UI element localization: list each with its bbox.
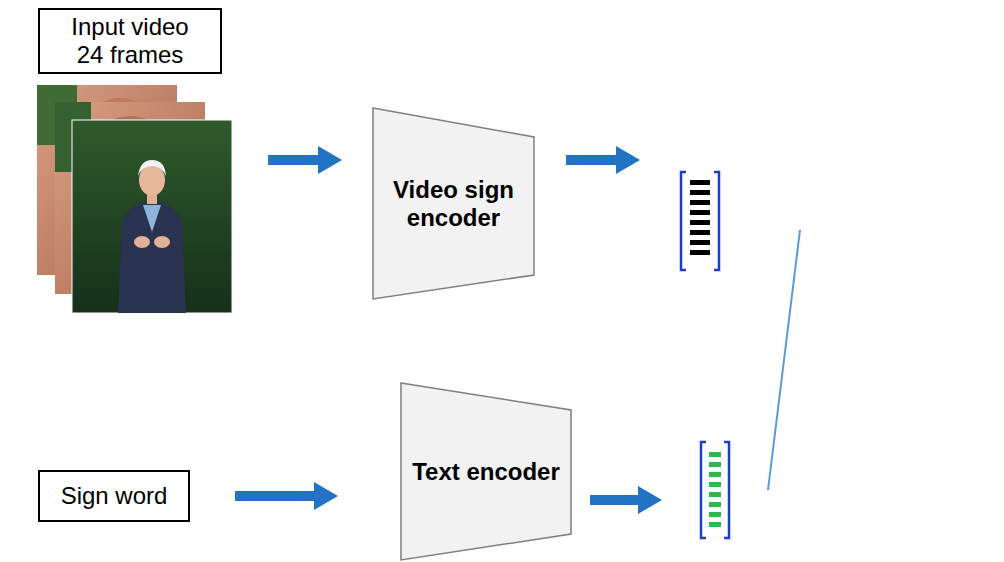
similarity-line	[768, 230, 800, 490]
input-box: Sign word	[38, 470, 190, 522]
flow-arrow	[235, 491, 314, 501]
video-frame	[72, 120, 232, 313]
encoder-trapezoid: Text encoder	[400, 382, 572, 561]
person-hand	[154, 236, 170, 248]
node-label: Text encoder	[412, 458, 560, 486]
node-label: Sign word	[61, 482, 168, 510]
embedding-cells	[690, 180, 710, 255]
arrow-head	[318, 146, 342, 174]
flow-arrow	[268, 155, 320, 165]
flow-arrow	[566, 155, 618, 165]
vector-bracket	[724, 442, 729, 538]
trapezoid-shape	[373, 108, 534, 299]
vector-bracket	[701, 442, 706, 538]
vector-bracket	[714, 172, 719, 270]
person-shirt	[143, 205, 161, 232]
arrow-head	[616, 146, 640, 174]
person-suit	[118, 200, 186, 313]
arrow-head	[638, 486, 662, 514]
node-label: Video sign encoder	[389, 176, 519, 231]
input-box: Input video 24 frames	[38, 8, 222, 74]
flow-arrow	[590, 495, 640, 505]
person-hair	[138, 160, 166, 176]
person-hand	[134, 236, 150, 248]
embedding-cells	[709, 452, 721, 527]
node-label: Input video 24 frames	[63, 13, 198, 68]
vector-bracket	[681, 172, 686, 270]
trapezoid-shape	[401, 383, 571, 560]
encoder-trapezoid: Video sign encoder	[372, 107, 535, 300]
